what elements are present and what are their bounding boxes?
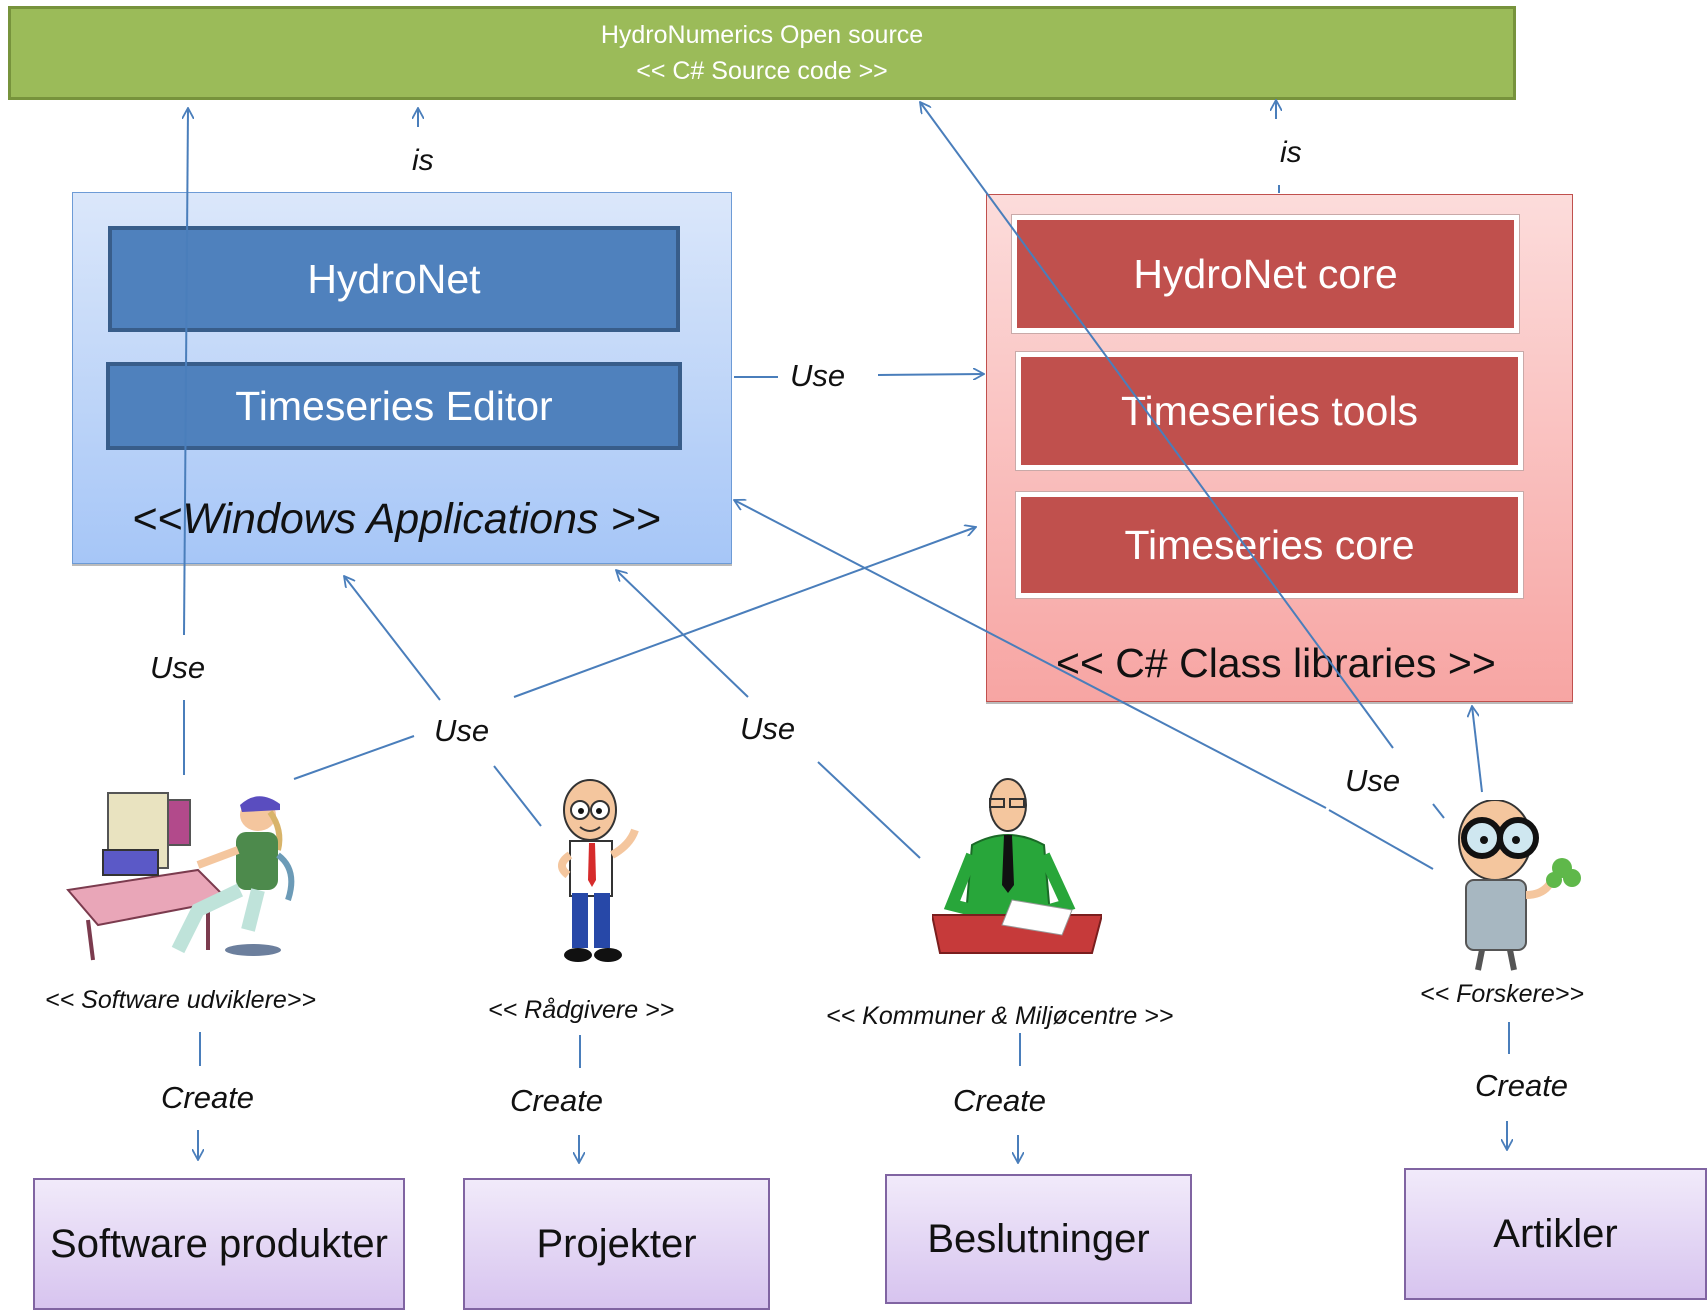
create-label-projects: Create bbox=[510, 1083, 604, 1118]
actor-municipalities: << Kommuner & Miljøcentre >> bbox=[826, 1002, 1174, 1030]
use-arrow-researcher-to-libs bbox=[1472, 706, 1483, 793]
timeseries-editor-app[interactable]: Timeseries Editor bbox=[106, 362, 682, 450]
actor-researchers: << Forskere>> bbox=[1420, 980, 1584, 1008]
product-software[interactable]: Software produkter bbox=[33, 1178, 405, 1310]
product-projects[interactable]: Projekter bbox=[463, 1178, 770, 1310]
windows-applications-stereotype: <<Windows Applications >> bbox=[132, 495, 661, 543]
use-arrow-to-libs bbox=[513, 527, 976, 698]
class-libraries-stereotype: << C# Class libraries >> bbox=[1056, 640, 1496, 686]
hydronet-app[interactable]: HydroNet bbox=[108, 226, 680, 332]
use-arrow-apps-to-libs bbox=[877, 374, 984, 375]
actor-advisors: << Rådgivere >> bbox=[488, 996, 675, 1024]
product-articles[interactable]: Artikler bbox=[1404, 1168, 1707, 1300]
municipality-officer-icon bbox=[932, 778, 1102, 954]
use-label-apps-libs: Use bbox=[790, 358, 846, 393]
software-developer-icon bbox=[66, 792, 295, 961]
timeseries-tools-library[interactable]: Timeseries tools bbox=[1015, 351, 1524, 471]
product-decisions[interactable]: Beslutninger bbox=[885, 1174, 1192, 1304]
is-label-libs: is bbox=[1280, 136, 1302, 169]
use-arrow-to-apps bbox=[344, 576, 441, 701]
banner-title: HydroNumerics Open source bbox=[600, 21, 924, 49]
advisor-icon bbox=[558, 779, 639, 962]
use-arrow-municipality-to-apps bbox=[616, 570, 749, 698]
use-arrow-researcher-to-apps bbox=[734, 500, 1327, 809]
banner-subtitle: << C# Source code >> bbox=[636, 57, 888, 85]
actor-software-developers: << Software udviklere>> bbox=[45, 986, 316, 1014]
create-label-articles: Create bbox=[1475, 1068, 1569, 1103]
use-arrow-developer-to-source bbox=[184, 108, 188, 636]
use-label-researcher: Use bbox=[1345, 763, 1401, 798]
create-label-decisions: Create bbox=[953, 1083, 1047, 1118]
use-arrow-researcher-to-source bbox=[920, 102, 1394, 749]
is-label-apps: is bbox=[412, 144, 434, 177]
timeseries-core-library[interactable]: Timeseries core bbox=[1015, 491, 1524, 599]
hydronet-core-library[interactable]: HydroNet core bbox=[1011, 214, 1520, 334]
use-label-advisor: Use bbox=[434, 713, 490, 748]
use-label-municipality: Use bbox=[740, 711, 796, 746]
use-label-developer: Use bbox=[150, 650, 206, 685]
researcher-icon bbox=[1458, 800, 1581, 971]
open-source-banner: HydroNumerics Open source << C# Source c… bbox=[8, 6, 1516, 100]
create-label-software: Create bbox=[161, 1080, 255, 1115]
